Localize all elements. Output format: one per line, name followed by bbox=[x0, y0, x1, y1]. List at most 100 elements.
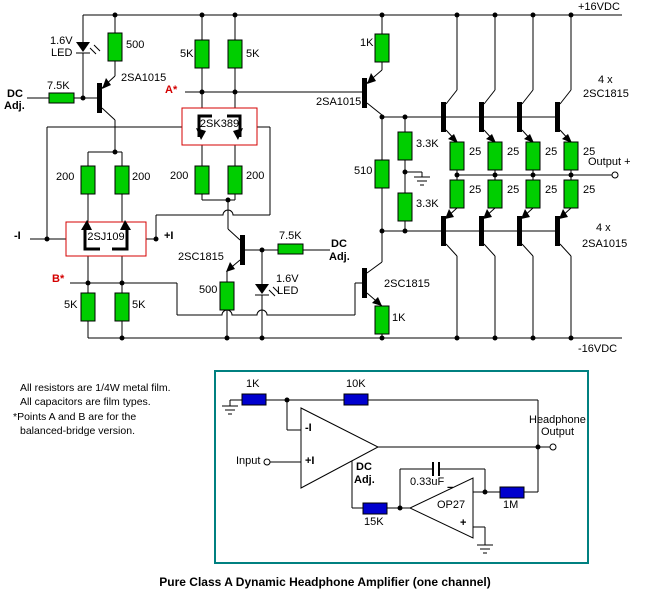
resistor-25-u1-label: 25 bbox=[469, 146, 482, 158]
resistor-200-r1-label: 200 bbox=[170, 170, 189, 182]
dual-jfet-2sk389 bbox=[181, 107, 258, 146]
note-line-1: All resistors are 1/4W metal film. bbox=[20, 382, 171, 394]
q1-label: 2SA1015 bbox=[121, 72, 167, 84]
led-mid-label: LED bbox=[277, 285, 299, 297]
resistor-25-l1 bbox=[449, 179, 465, 209]
resistor-25-u1 bbox=[449, 141, 465, 171]
resistor-25-l3-label: 25 bbox=[545, 184, 558, 196]
q-bot-driver-label: 2SC1815 bbox=[384, 278, 430, 290]
resistor-7k5-top-label: 7.5K bbox=[47, 80, 70, 92]
resistor-5k-d bbox=[114, 292, 130, 322]
power-rails bbox=[83, 14, 622, 339]
note-line-2: All capacitors are film types. bbox=[20, 396, 151, 408]
rail-label-vminus: -16VDC bbox=[578, 343, 618, 355]
output-plus-label: Output + bbox=[588, 156, 631, 168]
headphone-label-2: Output bbox=[541, 426, 575, 438]
dual-jfet-2sj109 bbox=[65, 220, 147, 257]
resistor-200-l2 bbox=[114, 165, 130, 195]
servo-inv-label: -I bbox=[305, 422, 312, 434]
resistor-25-l1-label: 25 bbox=[469, 184, 482, 196]
resistor-1k-top-label: 1K bbox=[360, 37, 374, 49]
resistor-7k5-mid-label: 7.5K bbox=[279, 230, 302, 242]
resistors-green bbox=[48, 32, 579, 335]
servo-opamp-label: OP27 bbox=[437, 499, 466, 511]
transistor-2sc1815-driver bbox=[362, 261, 383, 307]
resistor-200-l1-label: 200 bbox=[56, 171, 75, 183]
transistor-2sa1015-driver bbox=[362, 69, 383, 116]
resistor-500-mid-label: 500 bbox=[199, 284, 218, 296]
point-a-label: A* bbox=[165, 84, 178, 96]
rail-label-vplus: +16VDC bbox=[578, 1, 620, 13]
servo-15k-label: 15K bbox=[364, 516, 384, 528]
resistor-10k-servo bbox=[343, 393, 369, 406]
inv-input-label: -I bbox=[14, 230, 21, 242]
resistor-25-u4-label: 25 bbox=[583, 146, 596, 158]
resistor-7k5-mid bbox=[277, 243, 304, 255]
servo-box bbox=[214, 370, 589, 564]
servo-cap-label: 0.33uF bbox=[410, 476, 445, 488]
terminals bbox=[263, 171, 619, 466]
resistor-5k-c bbox=[80, 292, 96, 322]
output-pnp-label: 2SA1015 bbox=[582, 238, 628, 250]
servo-10k-label: 10K bbox=[346, 378, 366, 390]
resistor-500-top bbox=[107, 32, 123, 62]
resistor-5k-b-label: 5K bbox=[246, 48, 260, 60]
resistor-5k-c-label: 5K bbox=[64, 299, 78, 311]
output-pnp-count-label: 4 x bbox=[596, 222, 611, 234]
resistor-1k-bot bbox=[374, 305, 390, 335]
resistor-5k-a bbox=[194, 39, 210, 69]
dual-pfet-label: 2SJ109 bbox=[87, 231, 125, 243]
wiring-servo bbox=[222, 399, 550, 554]
resistor-200-l2-label: 200 bbox=[132, 171, 151, 183]
resistor-200-r2-label: 200 bbox=[246, 170, 265, 182]
led-top-label: LED bbox=[51, 47, 73, 59]
resistors-blue bbox=[241, 393, 525, 515]
schematic-title: Pure Class A Dynamic Headphone Amplifier… bbox=[159, 575, 491, 589]
dc-adj-top-label-2: Adj. bbox=[4, 100, 25, 112]
transistor-2sc1815-mid bbox=[226, 228, 245, 272]
resistor-5k-a-label: 5K bbox=[180, 48, 194, 60]
led-top-voltage-label: 1.6V bbox=[50, 35, 73, 47]
resistor-25-l3 bbox=[525, 179, 541, 209]
resistor-3k3-a-label: 3.3K bbox=[416, 138, 439, 150]
output-npn-transistors bbox=[441, 89, 572, 143]
servo-opamp-triangle bbox=[408, 477, 474, 539]
resistor-25-u3-label: 25 bbox=[545, 146, 558, 158]
resistor-1k-top bbox=[374, 33, 390, 63]
servo-noninv-label: +I bbox=[305, 455, 315, 467]
resistor-25-u2-label: 25 bbox=[507, 146, 520, 158]
resistor-1k-servo bbox=[241, 393, 267, 406]
resistor-15k-servo bbox=[362, 502, 388, 515]
transistor-2sa1015-top-left bbox=[97, 75, 116, 121]
dual-nfet-label: 2SK389 bbox=[199, 118, 240, 130]
resistor-510-label: 510 bbox=[354, 165, 373, 177]
servo-plus-label: + bbox=[460, 517, 467, 529]
resistor-7k5-top bbox=[48, 92, 75, 104]
servo-dc-adj-label-1: DC bbox=[356, 461, 372, 473]
q-top-driver-label: 2SA1015 bbox=[316, 96, 362, 108]
led-mid bbox=[255, 284, 280, 297]
resistor-510 bbox=[374, 159, 390, 189]
servo-minus-label: − bbox=[447, 482, 454, 494]
output-npn-label: 2SC1815 bbox=[583, 88, 629, 100]
headphone-output-terminal bbox=[549, 443, 557, 451]
junction-dots bbox=[44, 12, 574, 511]
resistor-500-top-label: 500 bbox=[126, 39, 145, 51]
resistor-25-u3 bbox=[525, 141, 541, 171]
note-line-4: balanced-bridge version. bbox=[20, 425, 135, 437]
resistor-200-r2 bbox=[227, 165, 243, 195]
resistor-25-u2 bbox=[487, 141, 503, 171]
input-terminal bbox=[263, 458, 271, 466]
main-opamp-triangle bbox=[300, 407, 380, 489]
dc-adj-mid-label-2: Adj. bbox=[329, 251, 350, 263]
resistor-1m-servo bbox=[499, 486, 525, 499]
output-pnp-transistors bbox=[441, 207, 572, 257]
resistor-25-u4 bbox=[563, 141, 579, 171]
servo-1k-label: 1K bbox=[246, 378, 260, 390]
output-npn-count-label: 4 x bbox=[598, 74, 613, 86]
resistor-200-l1 bbox=[80, 165, 96, 195]
resistor-1k-bot-label: 1K bbox=[392, 312, 406, 324]
output-plus-terminal bbox=[611, 171, 619, 179]
input-label: Input bbox=[236, 455, 261, 467]
